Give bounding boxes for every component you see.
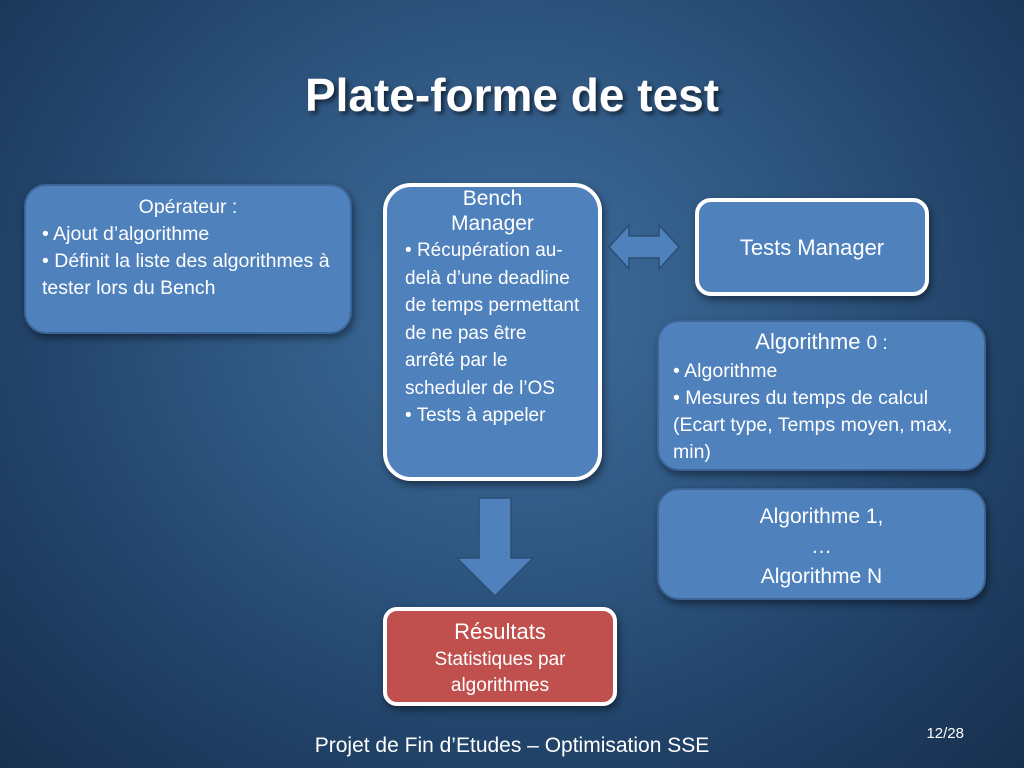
tests-manager-label: Tests Manager bbox=[739, 234, 885, 260]
algorithm-0-box: Algorithme 0 : Algorithme Mesures du tem… bbox=[657, 320, 986, 471]
slide-title: Plate-forme de test bbox=[304, 69, 720, 121]
operator-item: Définit la liste des algorithmes à teste… bbox=[42, 248, 334, 302]
bench-manager-item: Récupération au-delà d’une deadline de t… bbox=[405, 237, 580, 402]
operator-item: Ajout d’algorithme bbox=[42, 221, 334, 248]
algorithm-n-box: Algorithme 1, … Algorithme N bbox=[657, 488, 986, 600]
results-heading: Résultats bbox=[454, 619, 546, 644]
algorithm-0-heading-text: Algorithme bbox=[755, 329, 861, 354]
algorithm-n-line2: … bbox=[811, 535, 832, 558]
tests-manager-box: Tests Manager bbox=[695, 198, 929, 296]
operator-list: Ajout d’algorithme Définit la liste des … bbox=[42, 221, 334, 302]
slide-footer: Projet de Fin d’Etudes – Optimisation SS… bbox=[314, 734, 710, 757]
algorithm-0-heading: Algorithme 0 : bbox=[673, 328, 970, 358]
bench-manager-item: Tests à appeler bbox=[405, 402, 580, 430]
operator-box: Opérateur : Ajout d’algorithme Définit l… bbox=[24, 184, 352, 334]
results-box: Résultats Statistiques par algorithmes bbox=[383, 607, 617, 706]
algorithm-0-heading-suffix: 0 : bbox=[866, 333, 888, 354]
page-number: 12/28 bbox=[926, 725, 964, 742]
algorithm-0-item: Algorithme bbox=[673, 358, 970, 385]
results-text: Statistiques par algorithmes bbox=[434, 649, 566, 696]
algorithm-n-line3: Algorithme N bbox=[760, 565, 883, 588]
algorithm-n-line1: Algorithme 1, bbox=[759, 505, 884, 528]
bench-manager-box: Bench Manager Récupération au-delà d’une… bbox=[383, 183, 602, 481]
down-arrow-icon bbox=[455, 497, 535, 598]
bench-manager-list: Récupération au-delà d’une deadline de t… bbox=[405, 237, 580, 430]
bench-manager-heading-line2: Manager bbox=[451, 212, 534, 235]
double-arrow-icon bbox=[607, 223, 681, 271]
algorithm-0-list: Algorithme Mesures du temps de calcul (E… bbox=[673, 358, 970, 466]
algorithm-0-item: Mesures du temps de calcul (Ecart type, … bbox=[673, 385, 970, 466]
bench-manager-heading-line1: Bench bbox=[462, 187, 523, 210]
operator-heading: Opérateur : bbox=[138, 196, 238, 218]
